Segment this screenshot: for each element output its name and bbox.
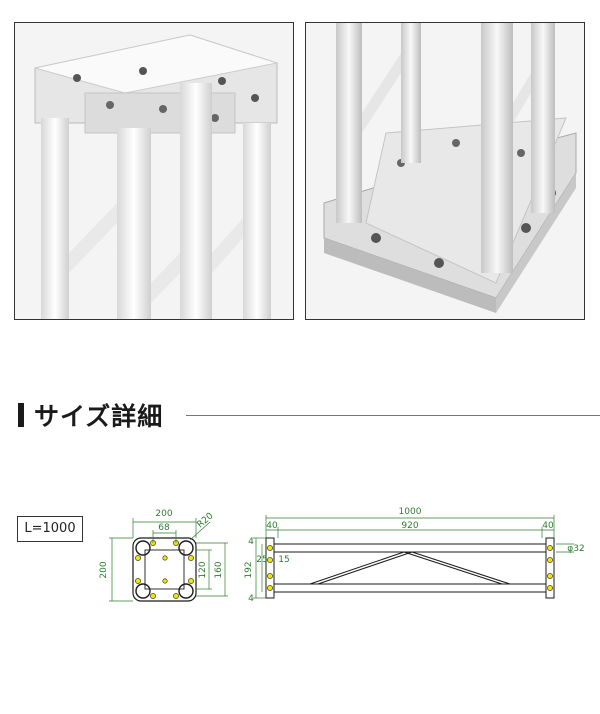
inner-height-dim: 120 [198, 561, 208, 578]
bolt-icon [173, 593, 179, 599]
heading-rule [186, 415, 600, 416]
dimension-drawing: 200 68 R20 200 120 160 [99, 507, 585, 604]
outer-width-dim: 200 [155, 509, 172, 519]
size-detail-heading: サイズ詳細 [18, 395, 600, 435]
bolt-icon [267, 545, 273, 551]
bolt-icon [547, 585, 553, 591]
offset-a-dim: 25 [256, 555, 267, 565]
span-dim: 920 [401, 521, 418, 531]
truss-photo-top [14, 22, 294, 320]
bolt-icon [162, 578, 168, 584]
bolt-icon [135, 555, 141, 561]
end-left-dim: 40 [266, 521, 278, 531]
bolt-icon [547, 573, 553, 579]
side-view [253, 515, 574, 599]
top-flange-dim: 4 [248, 537, 254, 547]
section-title: サイズ詳細 [34, 402, 164, 431]
bolt-icon [150, 593, 156, 599]
bolt-icon [267, 573, 273, 579]
height-dim: 192 [244, 561, 254, 578]
bolt-icon [547, 557, 553, 563]
length-label: L=1000 [17, 516, 83, 542]
bolt-icon [547, 545, 553, 551]
bottom-flange-dim: 4 [248, 594, 254, 604]
hole-height-dim: 160 [214, 561, 224, 578]
hole-spacing-dim: 68 [158, 523, 170, 533]
bolt-icon [162, 555, 168, 561]
bolt-icon [267, 557, 273, 563]
bolt-icon [188, 578, 194, 584]
bolt-icon [267, 585, 273, 591]
end-right-dim: 40 [542, 521, 554, 531]
outer-height-dim: 200 [99, 561, 109, 578]
truss-photo-bottom [305, 22, 585, 320]
radius-dim: R20 [196, 511, 216, 530]
total-length-dim: 1000 [399, 507, 422, 517]
cross-section-view [109, 518, 228, 602]
bolt-icon [188, 555, 194, 561]
bolt-icon [135, 578, 141, 584]
offset-b-dim: 15 [278, 555, 289, 565]
heading-marker [18, 403, 24, 427]
tube-diameter-dim: φ32 [567, 544, 584, 554]
